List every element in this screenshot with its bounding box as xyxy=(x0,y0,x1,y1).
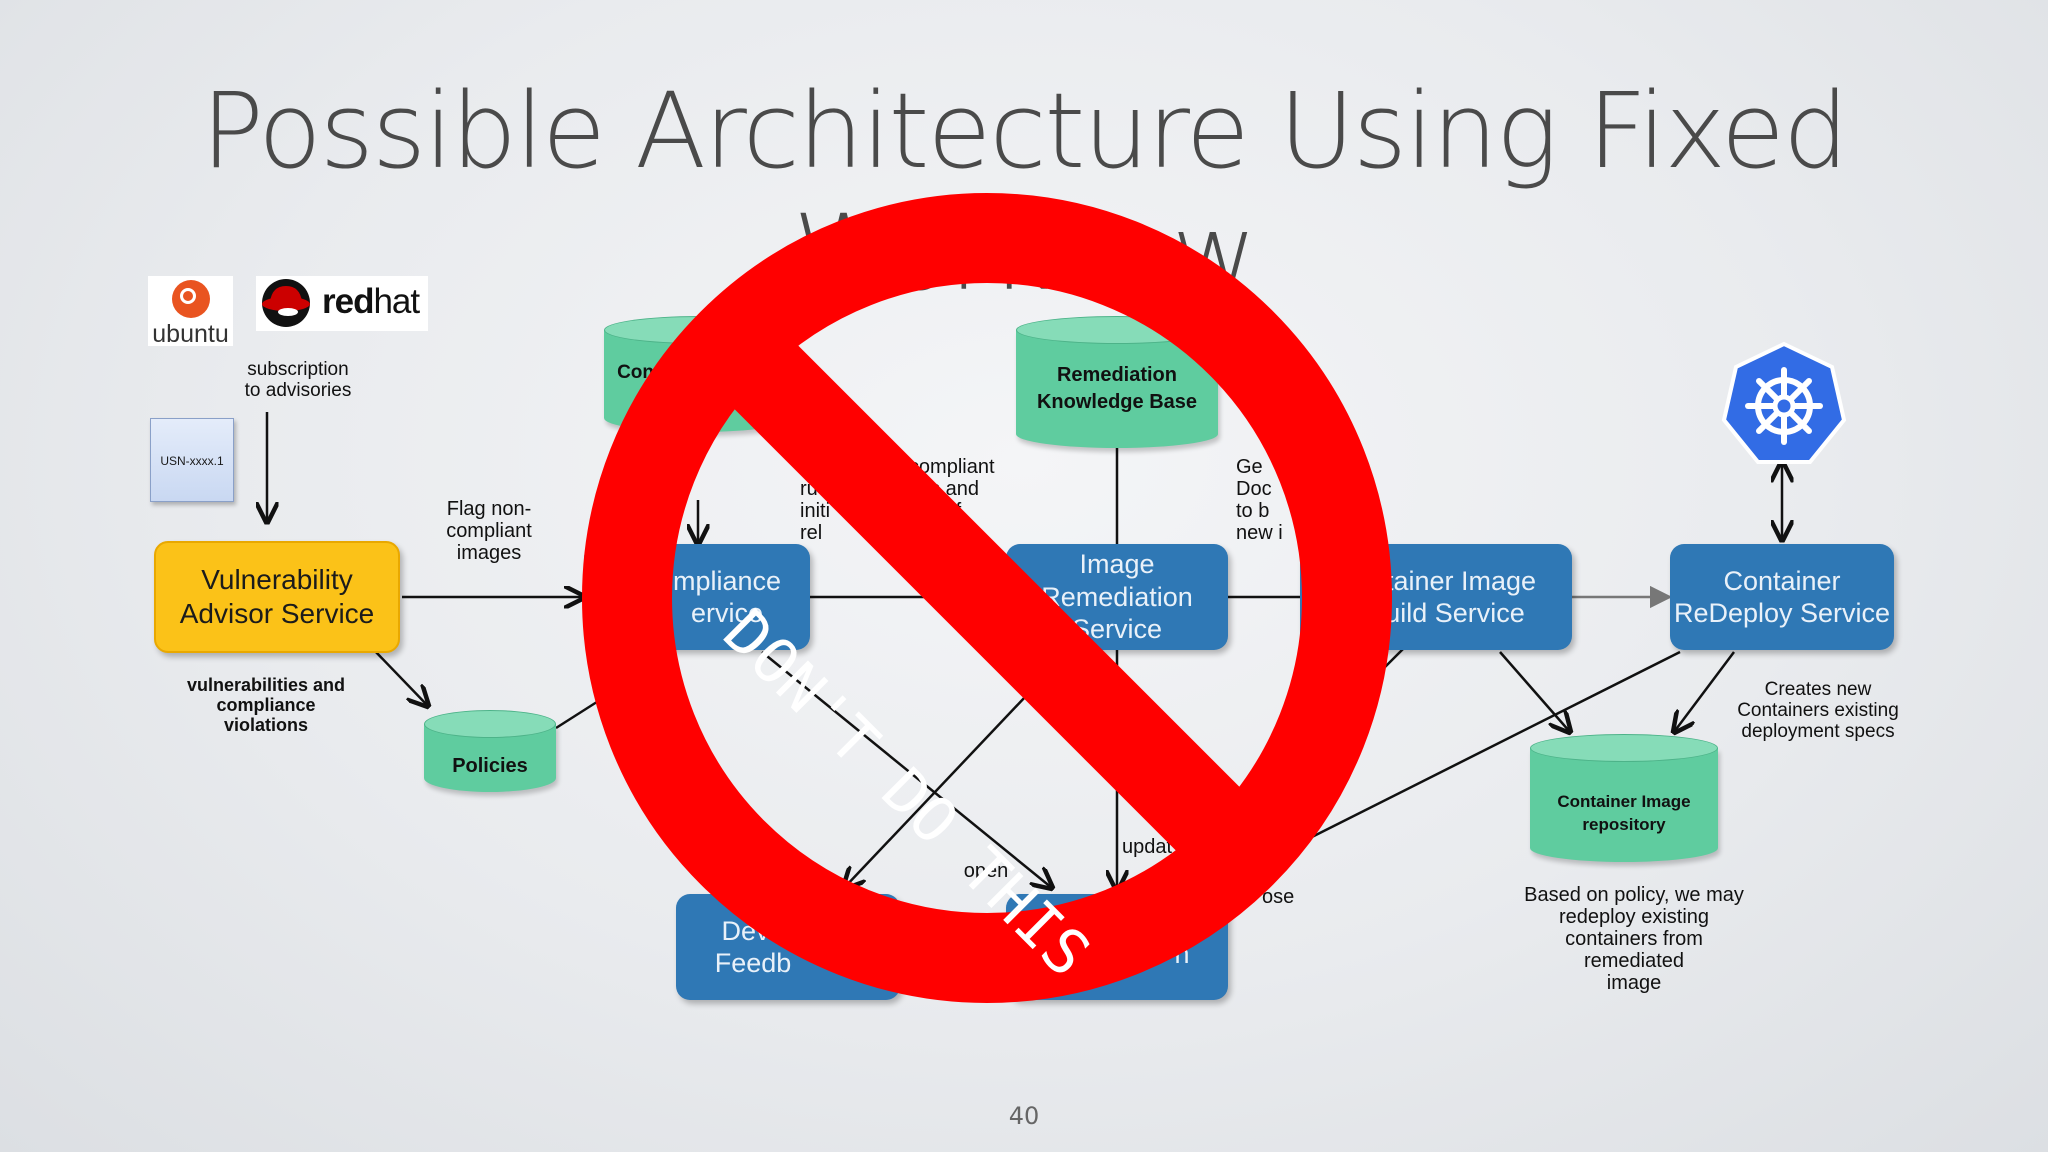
redhat-logo: redhat xyxy=(256,276,428,331)
redhat-wordmark: redhat xyxy=(322,282,420,321)
ubuntu-logo: ubuntu xyxy=(148,276,233,348)
arrow-remediation-feedback xyxy=(844,695,1027,888)
document-label: USN-xxxx.1 xyxy=(160,454,224,468)
ubuntu-circle-icon xyxy=(172,280,210,318)
page-number: 40 xyxy=(1008,1102,1040,1130)
kubernetes-icon xyxy=(1721,341,1847,464)
update-label: updat xyxy=(1122,836,1173,858)
ubuntu-wordmark: ubuntu xyxy=(152,320,229,348)
arrow-compliance-bottom xyxy=(761,651,1052,888)
prohibition-ring xyxy=(582,193,1392,1003)
arrow-policies-compliance xyxy=(555,698,601,730)
prohibition-bar xyxy=(700,311,1274,885)
document-icon: USN-xxxx.1 xyxy=(150,418,234,502)
open-label: open xyxy=(963,860,1009,882)
line-redeploy-close xyxy=(1289,650,1681,850)
redhat-shadowman-icon xyxy=(262,279,310,327)
policies-database: Policies xyxy=(424,710,556,792)
close-label: ose xyxy=(1262,886,1295,908)
arrow-build-repo xyxy=(1499,651,1570,732)
line-build-left xyxy=(1383,647,1405,669)
arrow-redeploy-repo xyxy=(1674,651,1735,732)
arrow-to-policies xyxy=(373,649,428,706)
